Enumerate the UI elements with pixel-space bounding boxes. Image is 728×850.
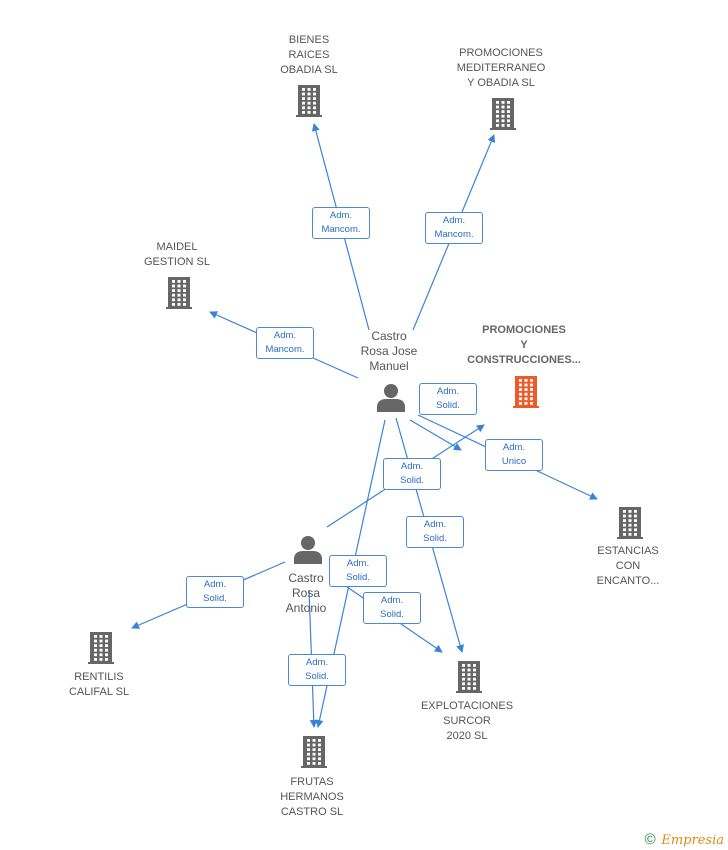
edge-label-jose-promocons[interactable]: Adm. Solid.	[419, 383, 477, 415]
edge-label-jose-maidel[interactable]: Adm. Mancom.	[256, 327, 314, 359]
person-icon-antonio[interactable]	[294, 536, 322, 564]
company-label-explotaciones[interactable]: EXPLOTACIONES SURCOR 2020 SL	[420, 700, 514, 742]
company-label-promomed[interactable]: PROMOCIONES MEDITERRANEO Y OBADIA SL	[456, 47, 546, 89]
building-icon-explotaciones[interactable]	[456, 661, 482, 693]
person-label-jose[interactable]: Castro Rosa Jose Manuel	[360, 329, 418, 373]
edge-label-jose-promomed[interactable]: Adm. Mancom.	[425, 212, 483, 244]
edge-label-jose-explotaciones[interactable]: Adm. Solid.	[406, 516, 464, 548]
company-label-bienes[interactable]: BIENES RAICES OBADIA SL	[280, 34, 338, 76]
edge-label-jose-estancias[interactable]: Adm. Unico	[485, 439, 543, 471]
building-icon-rentilis[interactable]	[88, 632, 114, 664]
company-label-rentilis[interactable]: RENTILIS CALIFAL SL	[68, 671, 130, 698]
building-icon-frutas[interactable]	[301, 736, 327, 768]
edge-label-antonio-frutas[interactable]: Adm. Solid.	[288, 654, 346, 686]
edge-label-antonio-promocons[interactable]: Adm. Solid.	[383, 458, 441, 490]
edge-label-jose-frutas[interactable]: Adm. Solid.	[329, 555, 387, 587]
building-icon-maidel[interactable]	[166, 277, 192, 309]
building-icon-estancias[interactable]	[617, 507, 643, 539]
company-label-promocons[interactable]: PROMOCIONES Y CONSTRUCCIONES...	[467, 324, 581, 366]
edge-label-jose-bienes[interactable]: Adm. Mancom.	[312, 207, 370, 239]
company-label-estancias[interactable]: ESTANCIAS CON ENCANTO...	[596, 545, 660, 587]
copyright-icon: ©	[644, 831, 656, 848]
person-label-antonio[interactable]: Castro Rosa Antonio	[285, 571, 327, 615]
company-label-maidel[interactable]: MAIDEL GESTION SL	[143, 241, 211, 268]
edge-label-antonio-rentilis[interactable]: Adm. Solid.	[186, 576, 244, 608]
edge-label-antonio-explotaciones[interactable]: Adm. Solid.	[363, 592, 421, 624]
icons-layer	[88, 85, 643, 768]
brand-name: Empresia	[661, 833, 724, 848]
footer-brand[interactable]: © Empresia	[645, 831, 724, 848]
person-icon-jose[interactable]	[377, 384, 405, 412]
building-icon-promocons[interactable]	[513, 376, 539, 408]
building-icon-bienes[interactable]	[296, 85, 322, 117]
company-label-frutas[interactable]: FRUTAS HERMANOS CASTRO SL	[280, 776, 344, 818]
building-icon-promomed[interactable]	[490, 98, 516, 130]
